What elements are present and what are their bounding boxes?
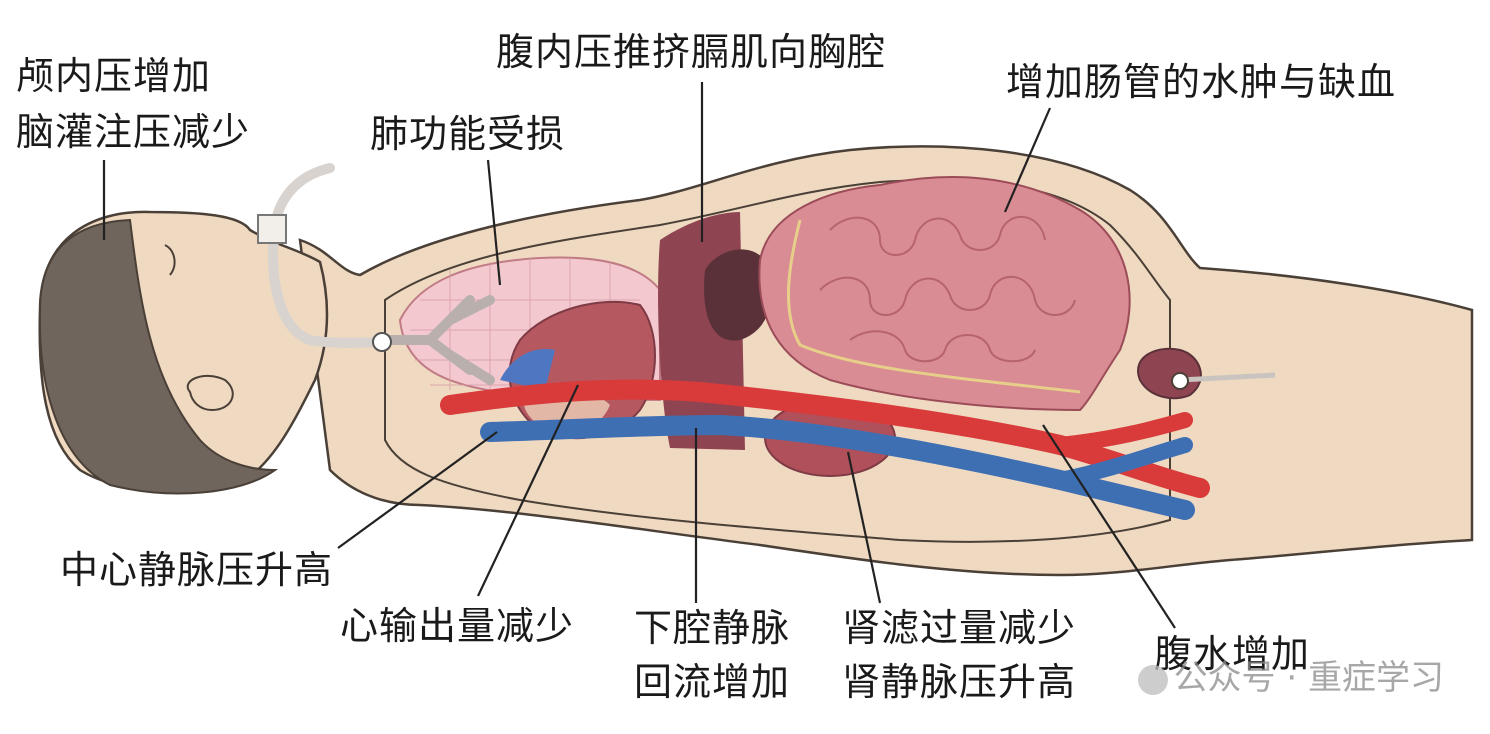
watermark: 公众号 · 重症学习 bbox=[1137, 650, 1444, 699]
label-bowel-edema: 增加肠管的水肿与缺血 bbox=[1006, 60, 1397, 104]
bowel bbox=[758, 176, 1131, 412]
bowel-folds bbox=[819, 215, 1076, 363]
label-ivc-2: 回流增加 bbox=[634, 660, 791, 704]
label-renal-vein-pressure: 肾静脉压升高 bbox=[842, 660, 1077, 704]
leader-renal bbox=[846, 451, 882, 604]
watermark-text: 公众号 · 重症学习 bbox=[1173, 658, 1444, 698]
bladder-catheter bbox=[1179, 372, 1276, 383]
leader-cardiac-output bbox=[477, 384, 579, 597]
bronchial-tree bbox=[385, 295, 495, 385]
label-ivc-1: 下腔静脉 bbox=[634, 606, 791, 650]
eye bbox=[164, 244, 176, 276]
leader-bowel bbox=[1003, 107, 1052, 213]
hair bbox=[38, 218, 279, 495]
label-renal-filtration: 肾滤过量减少 bbox=[842, 606, 1077, 650]
heart-right-side bbox=[500, 349, 555, 390]
catheter-valve bbox=[1171, 372, 1189, 390]
label-diaphragm-push: 腹内压推挤膈肌向胸腔 bbox=[496, 30, 887, 74]
label-cvp-rise: 中心静脉压升高 bbox=[60, 548, 334, 592]
leader-ascites bbox=[1042, 424, 1176, 629]
tube-connector bbox=[257, 214, 287, 244]
label-cerebral-perfusion: 脑灌注压减少 bbox=[16, 110, 251, 154]
leader-lung bbox=[486, 159, 502, 286]
body-cavity-outline bbox=[384, 178, 1171, 543]
liver bbox=[704, 249, 772, 341]
label-cardiac-output: 心输出量减少 bbox=[340, 604, 575, 648]
label-intracranial-pressure: 颅内压增加 bbox=[16, 54, 212, 98]
tube-valve bbox=[372, 332, 392, 352]
artery-branch bbox=[1052, 412, 1193, 453]
airway-tube bbox=[268, 163, 390, 348]
label-lung-function: 肺功能受损 bbox=[370, 112, 566, 156]
label-ascites: 腹水增加 bbox=[1154, 632, 1311, 676]
leader-cvp bbox=[337, 431, 498, 549]
ear bbox=[186, 375, 234, 412]
vein bbox=[480, 414, 1195, 520]
mesenteric-line bbox=[786, 219, 1081, 394]
wechat-icon bbox=[1137, 664, 1168, 695]
